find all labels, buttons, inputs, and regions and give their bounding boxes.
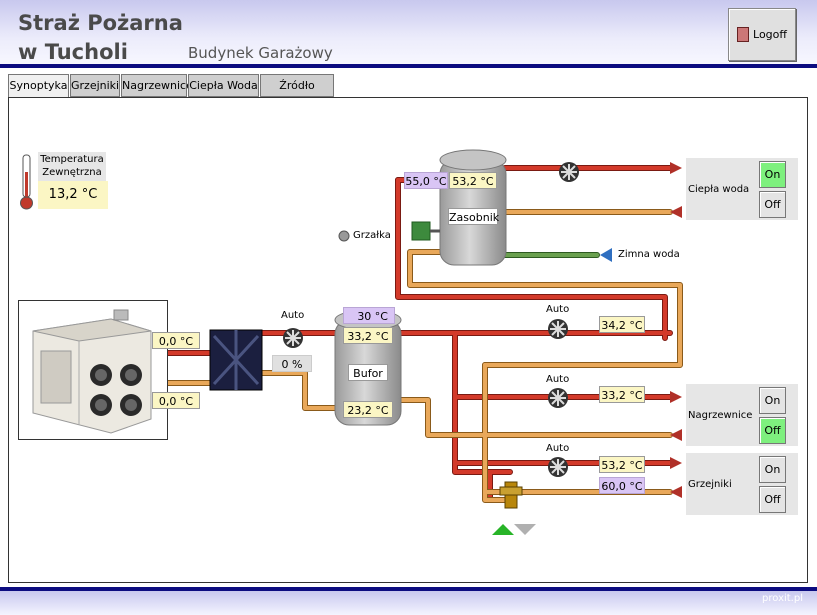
outside-temp-label: Temperatura Zewnętrzna bbox=[38, 152, 106, 181]
header bbox=[0, 0, 817, 64]
outside-temp-label-line2: Zewnętrzna bbox=[42, 167, 102, 178]
grzejniki-pump-mode: Auto bbox=[546, 443, 570, 454]
heat-pump-image bbox=[32, 309, 152, 434]
thermometer-icon bbox=[20, 154, 33, 210]
ciepla-woda-label: Ciepła woda bbox=[688, 184, 750, 195]
heat-exchanger bbox=[209, 329, 263, 391]
page-subtitle: Budynek Garażowy bbox=[188, 44, 333, 62]
zasobnik-label: Zasobnik bbox=[448, 208, 499, 225]
bufor-top-temp: 33,2 °C bbox=[343, 327, 393, 344]
page-title-line2: w Tucholi bbox=[18, 40, 128, 64]
bufor-setpoint: 30 °C bbox=[343, 307, 395, 324]
footer-brand: proxit.pl bbox=[762, 593, 803, 604]
exchanger-pump-percent: 0 % bbox=[272, 355, 312, 372]
flow-arrows bbox=[600, 162, 682, 498]
grzalka-indicator bbox=[338, 230, 350, 242]
grzejniki-setpoint: 60,0 °C bbox=[599, 477, 645, 494]
nagrzewnice-pump-temp: 33,2 °C bbox=[599, 386, 645, 403]
tab-ciepla-woda[interactable]: Ciepła Woda bbox=[188, 74, 259, 97]
tab-nagrzewnice[interactable]: Nagrzewnice bbox=[121, 74, 193, 97]
nagrzewnice-pump-mode: Auto bbox=[546, 374, 570, 385]
grzejniki-on-button[interactable]: On bbox=[759, 456, 786, 483]
heat-pump-return-temp: 0,0 °C bbox=[152, 392, 200, 409]
page-title-line1: Straż Pożarna bbox=[18, 11, 183, 35]
mixing-valve bbox=[492, 481, 536, 535]
nagrzewnice-off-button[interactable]: Off bbox=[759, 417, 786, 444]
nagrzewnice-on-button[interactable]: On bbox=[759, 387, 786, 414]
heat-pump-supply-temp: 0,0 °C bbox=[152, 332, 200, 349]
ciepla-woda-on-button[interactable]: On bbox=[759, 161, 786, 188]
logoff-button[interactable]: Logoff bbox=[728, 8, 796, 61]
grzejniki-pump-temp: 53,2 °C bbox=[599, 456, 645, 473]
logoff-label: Logoff bbox=[753, 28, 787, 41]
bufor-bottom-temp: 23,2 °C bbox=[343, 401, 393, 418]
grzejniki-label: Grzejniki bbox=[688, 479, 732, 490]
footer bbox=[0, 587, 817, 615]
nagrzewnice-label: Nagrzewnice bbox=[688, 410, 753, 421]
door-icon bbox=[737, 27, 750, 42]
outside-temp-value: 13,2 °C bbox=[38, 181, 108, 209]
zasobnik-pump-temp: 34,2 °C bbox=[599, 316, 645, 333]
bufor-label: Bufor bbox=[348, 364, 388, 381]
zasobnik-setpoint: 55,0 °C bbox=[404, 172, 448, 189]
zasobnik-temp: 53,2 °C bbox=[449, 172, 497, 189]
zimna-woda-label: Zimna woda bbox=[618, 249, 680, 260]
zasobnik-pump-mode: Auto bbox=[546, 304, 570, 315]
heat-pump-card bbox=[18, 300, 168, 440]
outside-temp-label-line1: Temperatura bbox=[40, 154, 104, 165]
tab-grzejniki[interactable]: Grzejniki bbox=[70, 74, 120, 97]
ciepla-woda-off-button[interactable]: Off bbox=[759, 191, 786, 218]
tab-synoptyka[interactable]: Synoptyka bbox=[8, 74, 69, 98]
grzalka-label: Grzałka bbox=[353, 230, 391, 241]
pumps bbox=[283, 162, 579, 477]
exchanger-pump-mode: Auto bbox=[281, 310, 305, 321]
header-divider bbox=[0, 64, 817, 68]
grzejniki-off-button[interactable]: Off bbox=[759, 486, 786, 513]
